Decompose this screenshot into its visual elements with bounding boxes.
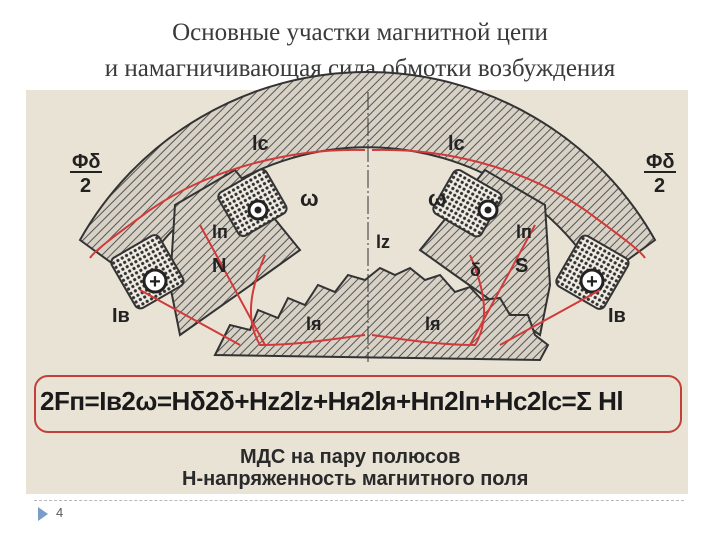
- armature-length-label-left: lя: [306, 314, 322, 334]
- pole-length-label-left: lп: [212, 222, 228, 242]
- svg-text:+: +: [586, 271, 598, 293]
- field-current-label-right: Iв: [608, 305, 626, 327]
- field-current-label-left: Iв: [112, 305, 130, 327]
- tooth-length-label: lz: [376, 232, 390, 252]
- page-number: 4: [56, 505, 64, 520]
- h-definition-caption: H-напряженность магнитного поля: [182, 468, 529, 490]
- formula-frame: [34, 375, 682, 433]
- flux-line-left: [89, 148, 366, 259]
- armature-rotor: [213, 266, 550, 362]
- pole-north-label: N: [212, 255, 226, 277]
- flux-label-left-num: Φδ: [72, 151, 101, 173]
- stator-yoke: [78, 71, 657, 282]
- gap-label: δ: [470, 260, 481, 280]
- slide-title-line1: Основные участки магнитной цепи: [172, 19, 548, 46]
- yoke-length-label-right: lc: [448, 133, 465, 155]
- footer-triangle-icon: [38, 507, 48, 521]
- yoke-length-label-left: lc: [252, 133, 269, 155]
- flux-line-right: [371, 148, 646, 259]
- flux-label-right-num: Φδ: [646, 151, 675, 173]
- flux-label-left-den: 2: [80, 175, 91, 197]
- pole-length-label-right: lп: [516, 222, 532, 242]
- turns-label-right: ω: [428, 186, 447, 211]
- pole-south-label: S: [515, 255, 528, 277]
- turns-label-left: ω: [300, 186, 319, 211]
- conductor-cross-left: [142, 268, 168, 294]
- flux-label-right-den: 2: [654, 175, 665, 197]
- slide-footer-divider: [34, 500, 684, 501]
- conductor-cross-right: [579, 268, 605, 294]
- mmf-formula: 2Fп=Iв2ω=Hδ2δ+Hz2lz+Hя2lя+Hп2lп+Hc2lc=Σ …: [40, 386, 624, 416]
- armature-length-label-right: lя: [425, 314, 441, 334]
- svg-text:+: +: [149, 271, 161, 293]
- mmf-caption: МДС на пару полюсов: [240, 446, 461, 468]
